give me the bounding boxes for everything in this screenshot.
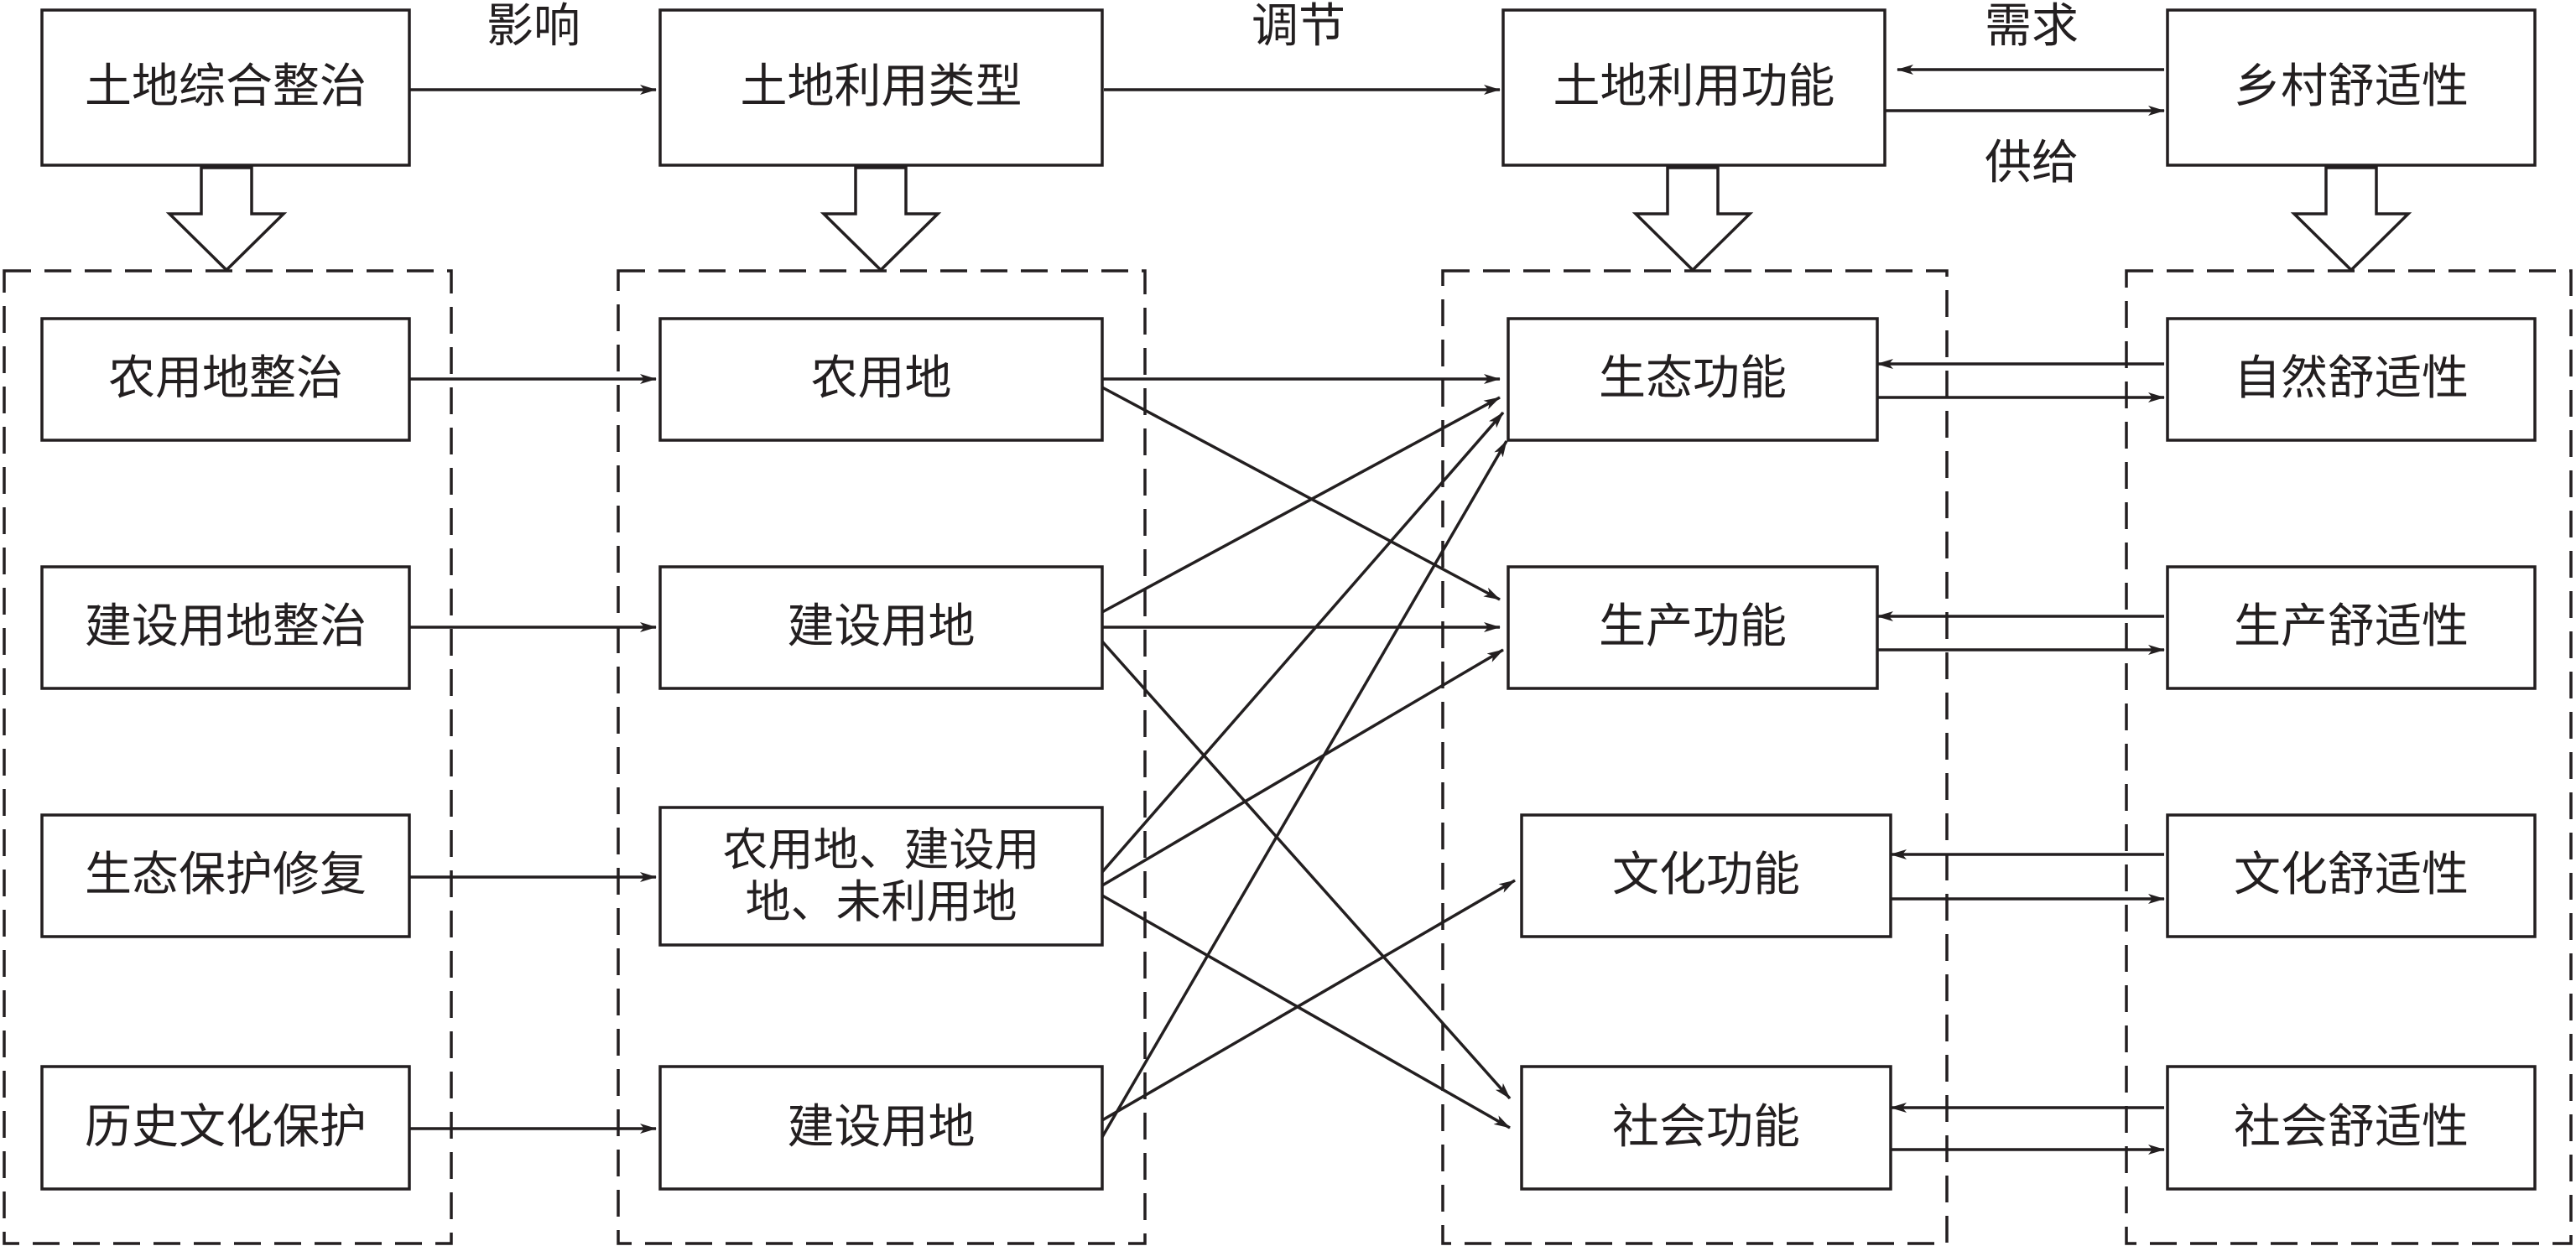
box-c2r1: [658, 317, 1104, 442]
edge-label-supply: 供给: [1985, 136, 2079, 190]
box-c2r2: [658, 565, 1104, 690]
arrow-c2r2-c3r4: [1101, 640, 1512, 1100]
box-c3r3: [1520, 813, 1892, 938]
box-c4r1: [2166, 317, 2537, 442]
arrow-c2r1-c3r2: [1101, 386, 1501, 601]
box-c1r4: [40, 1065, 411, 1191]
box-c2r3: [658, 806, 1104, 947]
box-c1r3: [40, 813, 411, 938]
arrow-c2r2-c3r1: [1101, 396, 1501, 614]
arrow-c2r4-c3r3: [1101, 879, 1516, 1122]
group-consolidation-types: [3, 269, 453, 1245]
box-c4r2: [2166, 565, 2537, 690]
hollow-arrow-down-4: [2290, 166, 2412, 273]
group-landuse-functions: [1441, 269, 1949, 1245]
box-land-consolidation: [40, 8, 411, 167]
box-rural-amenity: [2166, 8, 2537, 167]
hollow-arrow-down-3: [1631, 166, 1754, 273]
box-c3r4: [1520, 1065, 1892, 1191]
box-landuse-function: [1501, 8, 1886, 167]
box-c3r2: [1507, 565, 1879, 690]
box-c1r2: [40, 565, 411, 690]
hollow-arrow-down-1: [165, 166, 288, 273]
box-c4r3: [2166, 813, 2537, 938]
arrow-c2r3-c3r1: [1101, 411, 1505, 874]
box-c4r4: [2166, 1065, 2537, 1191]
edge-label-regulate: 调节: [1252, 0, 1345, 54]
arrow-c2r4-c3r1: [1101, 440, 1508, 1138]
box-landuse-type: [658, 8, 1104, 167]
arrow-c2r3-c3r2: [1101, 648, 1504, 887]
box-c2r4: [658, 1065, 1104, 1191]
box-c1r1: [40, 317, 411, 442]
edge-label-demand: 需求: [1985, 0, 2079, 54]
box-c3r1: [1507, 317, 1879, 442]
group-rural-amenity: [2125, 269, 2573, 1245]
arrow-c2r3-c3r4: [1101, 894, 1511, 1129]
edge-label-influence: 影响: [487, 0, 580, 54]
hollow-arrow-down-2: [820, 166, 942, 273]
